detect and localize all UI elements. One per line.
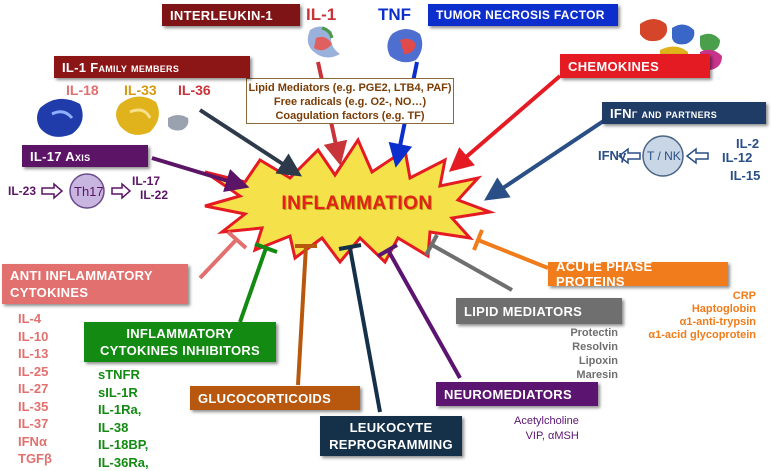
il36-protein-icon xyxy=(168,115,188,131)
inhibit-lipid-mediators xyxy=(426,235,512,290)
ifng-label: IFNγ xyxy=(598,148,626,163)
list-item: IL-13 xyxy=(18,345,52,363)
leukocyte-line-1: LEUKOCYTE xyxy=(350,419,433,436)
list-item: TGFβ xyxy=(18,450,52,468)
list-item: IL-1Ra, xyxy=(98,401,149,419)
lipid-mediators-box-label: LIPID MEDIATORS xyxy=(464,304,582,319)
list-item: IL-18BP, xyxy=(98,436,149,454)
neuromediators-box: NEUROMEDIATORS xyxy=(436,382,598,406)
il1-family-box: IL-1 Family members xyxy=(54,56,250,78)
tnf-box-label: TUMOR NECROSIS FACTOR xyxy=(436,8,605,22)
list-item: VIP, αMSH xyxy=(514,429,579,444)
interleukin1-box: INTERLEUKIN-1 xyxy=(162,4,300,26)
list-item: sIL-1R xyxy=(98,384,149,402)
list-item: α1-anti-trypsin xyxy=(620,316,756,329)
il2-label: IL-2 xyxy=(736,136,759,151)
list-item: IL-36Ra, xyxy=(98,454,149,471)
il1-family-box-label: IL-1 Family members xyxy=(62,60,179,75)
list-item: Maresin xyxy=(546,368,618,382)
list-item: IFNα xyxy=(18,433,52,451)
inhibitors-list: sTNFR sIL-1R IL-1Ra, IL-38 IL-18BP, IL-3… xyxy=(98,366,149,471)
inhibitors-line-2: CYTOKINES INHIBITORS xyxy=(100,342,260,359)
il22-label: IL-22 xyxy=(140,188,168,202)
list-item: Acetylcholine xyxy=(514,414,579,429)
mediators-line-3: Coagulation factors (e.g. TF) xyxy=(247,109,453,123)
arrow-ifn xyxy=(494,118,608,194)
inhibit-glucocorticoids xyxy=(295,246,317,385)
il12-label: IL-12 xyxy=(722,150,752,165)
tnf-box: TUMOR NECROSIS FACTOR xyxy=(428,4,618,26)
lipid-mediators-list: Protectin Resolvin Lipoxin Maresin xyxy=(546,326,618,382)
il17-axis-box-label: IL-17 Axis xyxy=(30,149,90,164)
list-item: IL-38 xyxy=(98,419,149,437)
inhibit-cytokine-inhibitors xyxy=(240,244,277,322)
il33-label: IL-33 xyxy=(124,82,157,98)
glucocorticoids-box-label: GLUCOCORTICOIDS xyxy=(198,391,331,406)
arrow-chemokines xyxy=(458,76,560,164)
il1-label: IL-1 xyxy=(306,5,336,25)
list-item: IL-10 xyxy=(18,328,52,346)
leukocyte-line-2: REPROGRAMMING xyxy=(329,436,453,453)
acute-phase-list: CRP Haptoglobin α1-anti-trypsin α1-acid … xyxy=(620,290,756,342)
inhibitors-line-1: INFLAMMATORY xyxy=(126,325,233,342)
mediators-line-1: Lipid Mediators (e.g. PGE2, LTB4, PAF) xyxy=(247,81,453,95)
inhibit-anti-inflammatory xyxy=(200,232,246,278)
tnf-protein-icon xyxy=(387,29,422,62)
chemokines-box-label: CHEMOKINES xyxy=(568,59,659,74)
inflammation-title: INFLAMMATION xyxy=(262,193,452,215)
list-item: Protectin xyxy=(546,326,618,340)
anti-inflammatory-line-1: ANTI INFLAMMATORY xyxy=(10,267,153,284)
ifn-box: IFNγ and partners xyxy=(602,102,766,124)
list-item: IL-35 xyxy=(18,398,52,416)
arrow-il17 xyxy=(152,158,238,184)
inhibitors-box: INFLAMMATORY CYTOKINES INHIBITORS xyxy=(84,322,276,362)
list-item: CRP xyxy=(620,290,756,303)
il17-axis-box: IL-17 Axis xyxy=(22,145,148,167)
il33-protein-icon xyxy=(116,96,159,134)
list-item: IL-37 xyxy=(18,415,52,433)
list-item: Lipoxin xyxy=(546,354,618,368)
tnk-label: T / NK xyxy=(647,149,681,163)
ifn-box-label: IFNγ and partners xyxy=(610,106,717,121)
acute-phase-box: ACUTE PHASE PROTEINS xyxy=(548,262,728,286)
inhibit-neuromediators xyxy=(378,245,460,378)
anti-inflammatory-line-2: CYTOKINES xyxy=(10,284,88,301)
mediators-box: Lipid Mediators (e.g. PGE2, LTB4, PAF) F… xyxy=(246,78,454,124)
tnf-label: TNF xyxy=(378,5,411,25)
list-item: sTNFR xyxy=(98,366,149,384)
il36-label: IL-36 xyxy=(178,82,211,98)
chemokines-box: CHEMOKINES xyxy=(560,54,710,78)
glucocorticoids-box: GLUCOCORTICOIDS xyxy=(190,386,360,410)
lipid-mediators-box: LIPID MEDIATORS xyxy=(456,298,622,324)
inhibit-acute-phase xyxy=(474,230,548,268)
il15-label: IL-15 xyxy=(730,168,760,183)
il18-label: IL-18 xyxy=(66,82,99,98)
il1-protein-icon xyxy=(308,26,340,57)
acute-phase-box-label: ACUTE PHASE PROTEINS xyxy=(556,259,720,289)
mediators-line-2: Free radicals (e.g. O2-, NO…) xyxy=(247,95,453,109)
list-item: IL-4 xyxy=(18,310,52,328)
list-item: α1-acid glycoprotein xyxy=(620,329,756,342)
il18-protein-icon xyxy=(37,99,83,137)
list-item: Resolvin xyxy=(546,340,618,354)
list-item: IL-25 xyxy=(18,363,52,381)
neuromediators-list: Acetylcholine VIP, αMSH xyxy=(514,414,579,444)
list-item: Haptoglobin xyxy=(620,303,756,316)
neuromediators-box-label: NEUROMEDIATORS xyxy=(444,387,572,402)
th17-label: Th17 xyxy=(74,184,104,199)
list-item: IL-27 xyxy=(18,380,52,398)
anti-inflammatory-list: IL-4 IL-10 IL-13 IL-25 IL-27 IL-35 IL-37… xyxy=(18,310,52,468)
leukocyte-box: LEUKOCYTE REPROGRAMMING xyxy=(320,416,462,456)
interleukin1-box-label: INTERLEUKIN-1 xyxy=(170,8,273,23)
il17-label: IL-17 xyxy=(132,174,160,188)
anti-inflammatory-box: ANTI INFLAMMATORY CYTOKINES xyxy=(2,264,188,304)
il23-label: IL-23 xyxy=(8,184,36,198)
